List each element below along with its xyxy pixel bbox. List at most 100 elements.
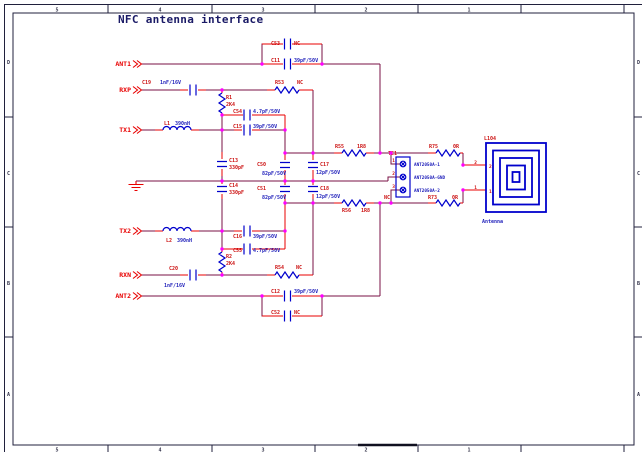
part-ref: L104 (484, 136, 496, 142)
port-tx1[interactable]: TX1 (119, 126, 143, 134)
resistor-r54[interactable]: R54 NC (274, 265, 302, 280)
connector-body (395, 156, 411, 198)
part-value: 82pF/50V (262, 171, 286, 177)
part-value: NC (294, 310, 300, 316)
zone-col-label: 5 (55, 8, 58, 14)
capacitor-c20[interactable]: C20 1nF/16V (164, 266, 197, 289)
pin-number: 1 (489, 189, 492, 195)
capacitor-c19[interactable]: C19 1nF/16V (142, 80, 197, 96)
capacitor-c11[interactable]: C11 39pF/50V (271, 58, 318, 70)
zone-row-label: A (637, 392, 640, 398)
part-label: Antenna (482, 219, 503, 225)
part-ref: R55 (335, 144, 344, 150)
part-ref: C18 (320, 186, 329, 192)
port-chevron-icon (132, 60, 143, 68)
part-ref: R1 (226, 95, 232, 101)
resistor-icon (341, 198, 367, 208)
connector-te1[interactable]: TE1 1 2 3 ANT2050A-1 ANT2050A-GND ANT205… (384, 151, 445, 201)
resistor-r1[interactable]: R1 2K4 (217, 92, 235, 114)
capacitor-c17[interactable]: C17 12pF/50V (308, 161, 340, 176)
port-chevron-icon (132, 86, 143, 94)
part-ref: C13 (229, 158, 238, 164)
resistor-r73[interactable]: R73 0R (428, 195, 461, 208)
resistor-r56[interactable]: R56 1R8 (341, 198, 370, 214)
resistor-r55[interactable]: R55 1R8 (335, 144, 367, 158)
port-rxp[interactable]: RXP (119, 86, 143, 94)
part-value: 390nH (175, 121, 190, 127)
part-value: 2K4 (226, 102, 235, 108)
capacitor-icon (308, 161, 318, 169)
capacitor-c54[interactable]: C54 4.7pF/50V (233, 109, 280, 121)
part-value: NC (296, 265, 302, 271)
net-label: ANT2050A-2 (414, 188, 440, 194)
capacitor-icon (280, 185, 290, 193)
zone-row-label: A (7, 392, 10, 398)
part-ref: C51 (257, 186, 266, 192)
part-value: 0R (452, 195, 459, 201)
resistor-r53[interactable]: R53 NC (274, 80, 303, 95)
capacitor-c12[interactable]: C12 39pF/50V (271, 289, 318, 302)
zone-col-label: 5 (55, 448, 58, 452)
part-value: 82pF/50V (262, 195, 286, 201)
capacitor-c14[interactable]: C14 330pF (217, 183, 244, 196)
part-ref: C54 (233, 109, 242, 115)
zone-row-label: D (637, 60, 640, 66)
capacitor-icon (308, 185, 318, 193)
port-ant2[interactable]: ANT2 (115, 292, 143, 300)
resistor-r75[interactable]: R75 0R (429, 144, 461, 158)
capacitor-c50[interactable]: C50 82pF/50V (257, 161, 290, 177)
part-value: 4.7pF/50V (253, 248, 280, 254)
port-chevron-icon (132, 227, 143, 235)
port-label-tx2: TX2 (119, 227, 131, 235)
capacitor-icon (243, 243, 251, 255)
part-value: NC (294, 41, 300, 47)
port-label-ant2: ANT2 (115, 292, 131, 300)
port-tx2[interactable]: TX2 (119, 227, 143, 235)
part-ref: C55 (233, 248, 242, 254)
zone-col-label: 3 (261, 8, 264, 14)
capacitor-c55[interactable]: C55 4.7pF/50V (233, 243, 280, 255)
zone-col-label: 3 (261, 448, 264, 452)
port-rxn[interactable]: RXN (119, 271, 143, 279)
pin-number: 1 (474, 185, 477, 191)
inductor-icon (162, 125, 192, 131)
capacitor-icon (280, 161, 290, 169)
resistor-icon (274, 85, 300, 95)
zone-col-label: 2 (364, 8, 367, 14)
part-value: 39pF/50V (294, 58, 318, 64)
resistor-icon (217, 92, 227, 114)
connector-pin-icon (399, 160, 407, 194)
port-chevron-icon (132, 271, 143, 279)
zone-row-label: C (7, 171, 10, 177)
part-ref: C19 (142, 80, 151, 86)
capacitor-icon (189, 84, 197, 96)
antenna-l104[interactable]: L104 Antenna 2 1 2 1 (474, 136, 547, 225)
port-label-rxp: RXP (119, 86, 131, 94)
resistor-icon (217, 251, 227, 273)
net-label: ANT2050A-1 (414, 162, 440, 168)
net-label: ANT2050A-GND (414, 175, 445, 181)
capacitor-c13[interactable]: C13 330pF (217, 158, 244, 171)
capacitor-c15[interactable]: C15 39pF/50V (233, 124, 277, 136)
part-ref: R54 (275, 265, 284, 271)
zone-col-label: 4 (158, 8, 161, 14)
part-ref: L2 (166, 238, 172, 244)
part-ref: L1 (164, 121, 170, 127)
capacitor-c51[interactable]: C51 82pF/50V (257, 185, 290, 201)
part-value: 12pF/50V (316, 194, 340, 200)
inductor-l1[interactable]: L1 390nH (162, 121, 192, 131)
pin-number: 3 (392, 184, 395, 190)
part-value: 4.7pF/50V (253, 109, 280, 115)
port-ant1[interactable]: ANT1 (115, 60, 143, 68)
capacitor-c53[interactable]: C53 NC (271, 38, 300, 50)
port-chevron-icon (132, 126, 143, 134)
capacitor-c16[interactable]: C16 39pF/50V (233, 225, 277, 241)
sheet-frame: 5 4 3 2 1 5 4 3 2 1 D C B A D C B A (4, 4, 642, 452)
capacitor-c18[interactable]: C18 12pF/50V (308, 185, 340, 200)
resistor-r2[interactable]: R2 2K4 (217, 251, 235, 273)
capacitor-c52[interactable]: C52 NC (271, 310, 300, 322)
inductor-l2[interactable]: L2 390nH (162, 226, 192, 245)
zone-col-label: 2 (364, 448, 367, 452)
